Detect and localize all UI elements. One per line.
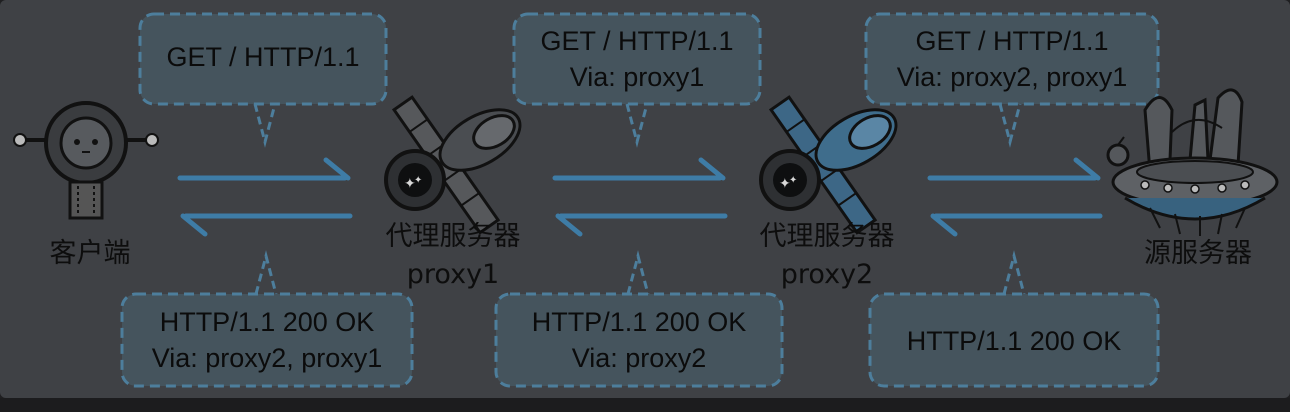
diagram-frame: GET / HTTP/1.1 GET / HTTP/1.1 Via: proxy… [0, 0, 1290, 398]
response-bubble-3: HTTP/1.1 200 OK [868, 250, 1160, 388]
response-1-line2: Via: proxy2, proxy1 [152, 343, 383, 373]
response-2-line1: HTTP/1.1 200 OK [532, 307, 747, 337]
arrow-proxy1-to-client [180, 213, 353, 237]
svg-text:✦: ✦ [414, 175, 422, 186]
request-3-line1: GET / HTTP/1.1 [915, 26, 1108, 56]
bottom-strip [0, 398, 1290, 412]
response-1-line1: HTTP/1.1 200 OK [160, 307, 375, 337]
via-header-diagram: GET / HTTP/1.1 GET / HTTP/1.1 Via: proxy… [13, 12, 1279, 388]
request-3-line2: Via: proxy2, proxy1 [897, 62, 1128, 92]
response-bubble-1: HTTP/1.1 200 OK Via: proxy2, proxy1 [120, 250, 414, 388]
arrow-proxy2-to-origin [927, 157, 1101, 181]
response-2-line2: Via: proxy2 [572, 343, 707, 373]
proxy1-sublabel: proxy1 [407, 259, 499, 290]
proxy1-label: 代理服务器 [386, 221, 521, 252]
satellite-proxy2-icon: ✦ ✦ [759, 95, 898, 235]
response-3-line1: HTTP/1.1 200 OK [907, 326, 1122, 356]
proxy2-label: 代理服务器 [760, 221, 895, 252]
arrow-proxy2-to-proxy1 [555, 213, 728, 237]
request-bubble-1: GET / HTTP/1.1 [138, 12, 388, 148]
request-2-line2: Via: proxy1 [570, 62, 705, 92]
svg-text:✦: ✦ [789, 175, 797, 186]
proxy2-sublabel: proxy2 [781, 259, 873, 290]
arrow-origin-to-proxy2 [930, 213, 1103, 237]
response-bubble-2: HTTP/1.1 200 OK Via: proxy2 [494, 250, 784, 388]
svg-text:✦: ✦ [779, 176, 791, 192]
origin-label: 源服务器 [1144, 238, 1252, 269]
robot-client-icon [13, 101, 159, 220]
arrow-proxy1-to-proxy2 [552, 157, 726, 181]
request-bubble-3: GET / HTTP/1.1 Via: proxy2, proxy1 [864, 12, 1160, 148]
request-2-line1: GET / HTTP/1.1 [540, 26, 733, 56]
client-label: 客户端 [50, 238, 131, 269]
request-1-line1: GET / HTTP/1.1 [166, 42, 359, 72]
arrow-client-to-proxy1 [177, 157, 351, 181]
ufo-origin-server-icon [1106, 88, 1279, 236]
svg-text:✦: ✦ [404, 176, 416, 192]
request-bubble-2: GET / HTTP/1.1 Via: proxy1 [512, 12, 762, 148]
satellite-proxy1-icon: ✦ ✦ [384, 95, 522, 235]
